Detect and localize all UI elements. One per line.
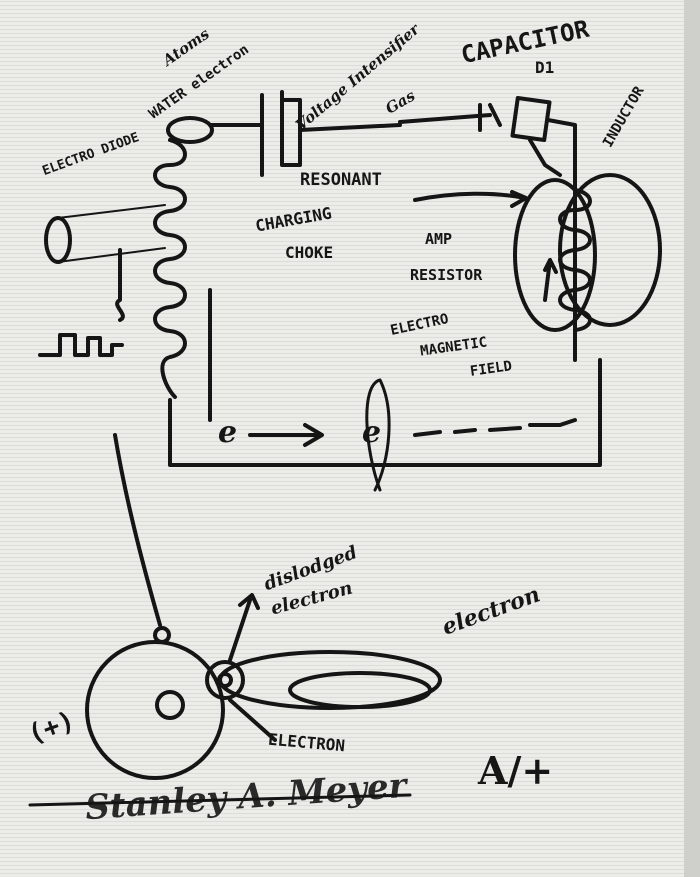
field-arrow xyxy=(543,258,558,302)
atom-nucleus xyxy=(85,640,225,780)
wire-to-inductor xyxy=(528,118,577,362)
label-d1: D1 xyxy=(535,58,555,77)
dashed-flow xyxy=(413,418,577,437)
signature-underline xyxy=(28,793,412,807)
electron-top xyxy=(153,626,171,644)
inductor-coil-left xyxy=(153,138,187,399)
electron-path-1 xyxy=(218,650,442,710)
electron-orbit xyxy=(205,660,245,700)
capacitor-plates xyxy=(260,90,302,177)
label-resistor: RESISTOR xyxy=(410,266,483,284)
label-e-left: e xyxy=(218,415,238,450)
probe xyxy=(115,248,125,322)
label-a-plus: A/+ xyxy=(478,748,554,793)
cell-shape xyxy=(365,378,391,492)
label-choke: CHOKE xyxy=(285,243,334,262)
electromagnetic-field-outer xyxy=(558,173,662,327)
pulse-wave-icon xyxy=(38,333,124,357)
cylinder-lines xyxy=(57,204,166,263)
capacitor-box xyxy=(510,95,552,143)
wire-top xyxy=(208,123,402,132)
arrow-e-flow xyxy=(248,423,324,447)
label-resonant: RESONANT xyxy=(300,170,382,190)
diode-ellipse xyxy=(166,116,214,144)
wire-capacitor xyxy=(398,103,502,132)
inductor-coil-right xyxy=(558,188,592,332)
atom-inner xyxy=(155,690,185,720)
label-e-right: e xyxy=(362,415,382,450)
label-amp: AMP xyxy=(425,230,453,248)
electromagnetic-field-inner xyxy=(513,178,597,332)
cylinder-end xyxy=(44,216,72,264)
electron-path-2 xyxy=(288,671,432,709)
arrow-resonant xyxy=(413,190,528,208)
wire-down xyxy=(113,433,162,627)
arrow-dislodged xyxy=(228,593,260,662)
arrow-electron xyxy=(228,698,277,742)
paper-edge xyxy=(684,0,700,877)
